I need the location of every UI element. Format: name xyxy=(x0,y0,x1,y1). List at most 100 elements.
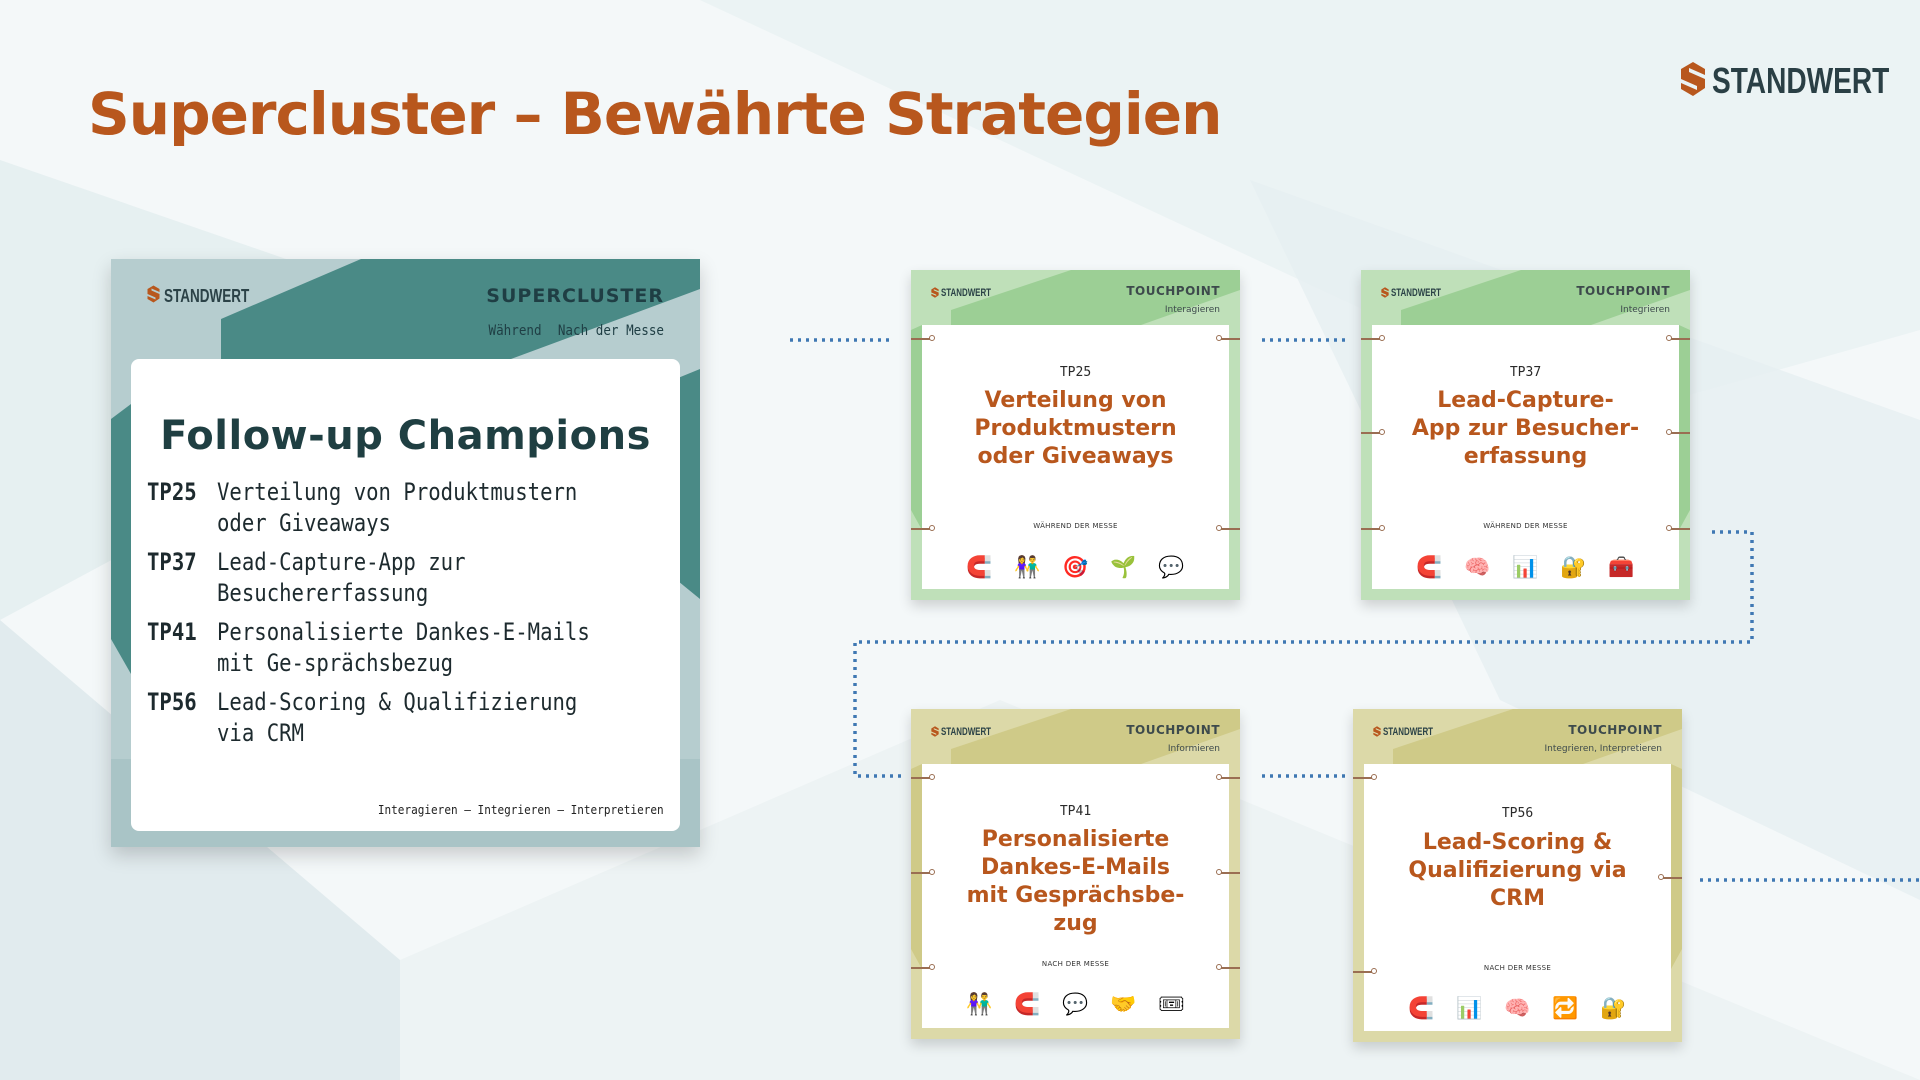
connector-node xyxy=(1361,525,1385,531)
card-brand-logo: STANDWERT xyxy=(931,283,1010,302)
cluster-content-panel: Follow-up Champions TP25 Verteilung von … xyxy=(131,359,680,831)
connector-node xyxy=(1216,869,1240,875)
card-brand-name: STANDWERT xyxy=(1383,725,1434,738)
cluster-item-text: Personalisierte Dankes-E-Mails mit Ge-sp… xyxy=(217,618,590,677)
card-brand-name: STANDWERT xyxy=(1391,286,1442,299)
bar-chart-icon: 📊 xyxy=(1456,996,1483,1020)
standwert-s-logo-icon xyxy=(931,283,939,302)
card-brand-logo: STANDWERT xyxy=(1373,722,1452,741)
card-timing: WÄHREND DER MESSE xyxy=(1033,522,1118,530)
cluster-footer: Interagieren – Integrieren – Interpretie… xyxy=(378,803,664,817)
connector-node xyxy=(911,335,935,341)
card-decoration xyxy=(1393,709,1682,969)
touchpoint-card-tp25[interactable]: STANDWERT TOUCHPOINT Interagieren TP25 V… xyxy=(911,270,1240,600)
card-brand-logo: STANDWERT xyxy=(931,722,1010,741)
card-icon-row: 🧲 📊 🧠 🔁 🔐 xyxy=(1364,994,1671,1022)
card-content-panel: TP41 Personalisierte Dankes-E-Mails mit … xyxy=(922,764,1229,1028)
connector-node xyxy=(1216,335,1240,341)
cluster-item-code: TP37 xyxy=(147,548,197,576)
supercluster-card[interactable]: STANDWERT SUPERCLUSTER Während Nach der … xyxy=(111,259,700,847)
card-content-panel: TP25 Verteilung von Produktmustern oder … xyxy=(922,325,1229,589)
card-timing: WÄHREND DER MESSE xyxy=(1483,522,1568,530)
cluster-title: Follow-up Champions xyxy=(160,413,651,459)
connector-node xyxy=(1361,335,1385,341)
cluster-phase: Während xyxy=(488,323,542,339)
target-icon: 🎯 xyxy=(1062,555,1089,579)
ticket-icon: 🎟 xyxy=(1158,992,1185,1016)
card-code: TP37 xyxy=(1509,365,1542,380)
lock-key-icon: 🔐 xyxy=(1560,555,1587,579)
speech-bubble-icon: 💬 xyxy=(1158,555,1185,579)
card-title: Lead-Capture- App zur Besucher- erfassun… xyxy=(1411,388,1640,469)
connector-node xyxy=(1353,968,1377,974)
cluster-phase: Nach der Messe xyxy=(557,323,664,339)
card-brand-name: STANDWERT xyxy=(941,286,992,299)
card-decoration xyxy=(911,270,1240,530)
cluster-item-code: TP41 xyxy=(147,618,197,646)
magnet-icon: 🧲 xyxy=(1416,555,1443,579)
cluster-item-text: Lead-Scoring & Qualifizierung via CRM xyxy=(217,688,578,747)
magnet-icon: 🧲 xyxy=(1408,996,1435,1020)
repeat-icon: 🔁 xyxy=(1552,996,1579,1020)
brand-name: STANDWERT xyxy=(1712,60,1890,101)
card-phase: Interagieren xyxy=(1164,305,1220,315)
card-code: TP56 xyxy=(1501,806,1534,821)
card-decoration xyxy=(1401,270,1690,530)
card-phase: Integrieren xyxy=(1620,305,1670,315)
touchpoint-card-tp56[interactable]: STANDWERT TOUCHPOINT Integrieren, Interp… xyxy=(1353,709,1682,1042)
connector-node xyxy=(1666,525,1690,531)
card-kind-label: TOUCHPOINT xyxy=(1126,284,1220,298)
connector-node xyxy=(1216,774,1240,780)
card-phase: Informieren xyxy=(1167,744,1220,754)
card-code: TP25 xyxy=(1059,365,1092,380)
cluster-item-code: TP56 xyxy=(147,688,197,716)
cluster-phases: Während Nach der Messe xyxy=(488,323,664,339)
card-decoration xyxy=(911,709,1240,969)
standwert-s-logo-icon xyxy=(147,285,160,307)
card-title: Verteilung von Produktmustern oder Givea… xyxy=(974,388,1177,469)
cluster-list-item: TP25 Verteilung von Produktmustern oder … xyxy=(147,477,667,539)
cluster-brand-name: STANDWERT xyxy=(164,285,250,306)
connector-node xyxy=(1353,774,1377,780)
bar-chart-icon: 📊 xyxy=(1512,555,1539,579)
cluster-item-code: TP25 xyxy=(147,478,197,506)
magnet-icon: 🧲 xyxy=(966,555,993,579)
brain-icon: 🧠 xyxy=(1504,996,1531,1020)
connector-node xyxy=(1216,964,1240,970)
lock-key-icon: 🔐 xyxy=(1600,996,1627,1020)
connector-node xyxy=(1216,525,1240,531)
connector-node xyxy=(911,774,935,780)
card-kind-label: TOUCHPOINT xyxy=(1126,723,1220,737)
standwert-s-logo-icon xyxy=(1373,722,1381,741)
card-title: Lead-Scoring & Qualifizierung via CRM xyxy=(1408,830,1627,911)
card-icon-row: 👫 🧲 💬 🤝 🎟 xyxy=(922,990,1229,1018)
magnet-icon: 🧲 xyxy=(1014,992,1041,1016)
connector-node xyxy=(1666,335,1690,341)
card-icon-row: 🧲 🧠 📊 🔐 🧰 xyxy=(1372,553,1679,581)
card-brand-logo: STANDWERT xyxy=(1381,283,1460,302)
connector-node xyxy=(911,964,935,970)
standwert-s-logo-icon xyxy=(1381,283,1389,302)
card-content-panel: TP56 Lead-Scoring & Qualifizierung via C… xyxy=(1364,764,1671,1031)
touchpoint-card-tp41[interactable]: STANDWERT TOUCHPOINT Informieren TP41 Pe… xyxy=(911,709,1240,1039)
connector-node xyxy=(911,525,935,531)
card-code: TP41 xyxy=(1059,804,1092,819)
card-timing: NACH DER MESSE xyxy=(1483,964,1552,972)
connector-node xyxy=(911,869,935,875)
sprout-icon: 🌱 xyxy=(1110,555,1137,579)
standwert-s-logo-icon xyxy=(1680,61,1706,101)
touchpoint-card-tp37[interactable]: STANDWERT TOUCHPOINT Integrieren TP37 Le… xyxy=(1361,270,1690,600)
cluster-list-item: TP41 Personalisierte Dankes-E-Mails mit … xyxy=(147,617,667,679)
slide-title: Supercluster – Bewährte Strategien xyxy=(88,80,1222,148)
speech-bubble-icon: 💬 xyxy=(1062,992,1089,1016)
cluster-list-item: TP37 Lead-Capture-App zur Besuchererfass… xyxy=(147,547,667,609)
connector-node xyxy=(1361,429,1385,435)
connector-node xyxy=(1658,874,1682,880)
cluster-item-text: Verteilung von Produktmustern oder Givea… xyxy=(217,478,578,537)
cluster-brand-logo: STANDWERT xyxy=(147,285,278,307)
cluster-touchpoint-list: TP25 Verteilung von Produktmustern oder … xyxy=(147,477,667,757)
standwert-s-logo-icon xyxy=(931,722,939,741)
cluster-kind-label: SUPERCLUSTER xyxy=(486,285,664,307)
people-icon: 👫 xyxy=(1014,555,1041,579)
